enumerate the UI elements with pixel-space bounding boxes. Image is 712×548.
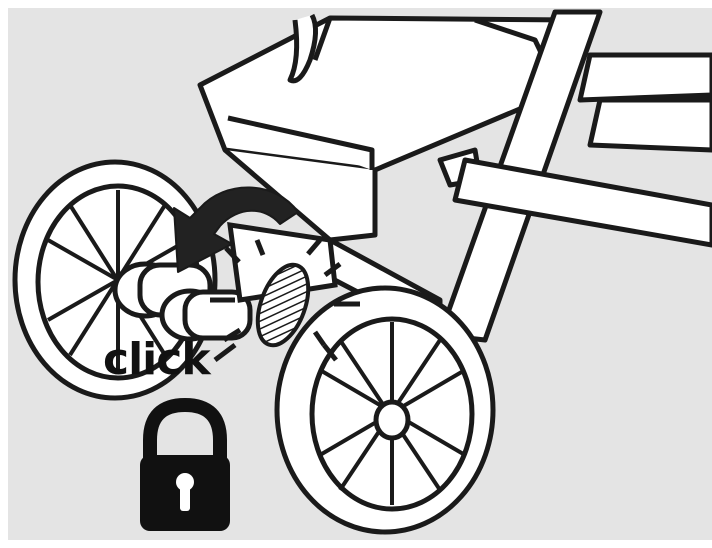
click-label: click: [103, 338, 210, 382]
padlock-icon: [140, 405, 230, 531]
front-wheel: [277, 288, 493, 532]
